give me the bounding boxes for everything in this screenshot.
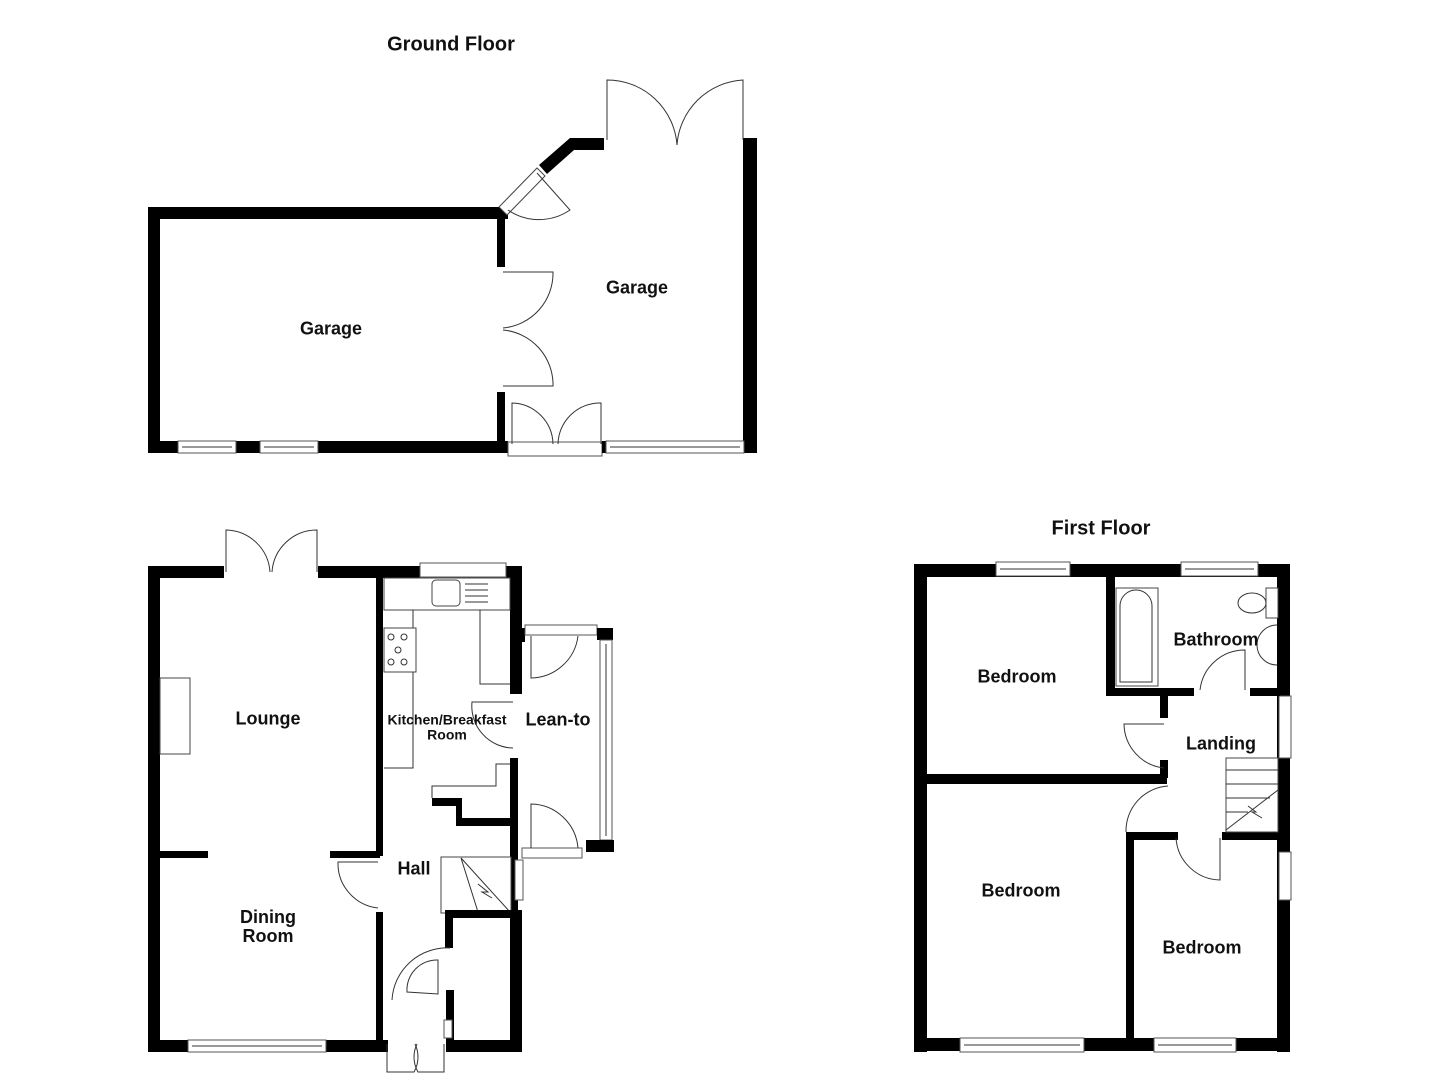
- room-label-bathroom: Bathroom: [1173, 629, 1259, 650]
- room-label-hall: Hall: [397, 858, 431, 879]
- ground-floor-title: Ground Floor: [387, 33, 515, 56]
- room-label-bedroom-3: Bedroom: [1162, 937, 1242, 958]
- room-label-lean-to: Lean-to: [525, 709, 591, 730]
- room-label-kitchen-breakfast: Kitchen/Breakfast Room: [387, 711, 507, 742]
- room-label-bedroom-1: Bedroom: [977, 666, 1057, 687]
- room-label-garage-right: Garage: [605, 277, 669, 298]
- room-label-lounge: Lounge: [235, 708, 301, 729]
- room-label-landing: Landing: [1186, 733, 1256, 754]
- garage-block: [148, 79, 757, 457]
- room-label-dining-room: Dining Room: [240, 907, 296, 946]
- ground-floor-house: [148, 529, 614, 1073]
- first-floor-title: First Floor: [1051, 517, 1151, 540]
- room-label-bedroom-2: Bedroom: [981, 880, 1061, 901]
- first-floor-house: [914, 561, 1292, 1053]
- room-label-garage-left: Garage: [299, 318, 363, 339]
